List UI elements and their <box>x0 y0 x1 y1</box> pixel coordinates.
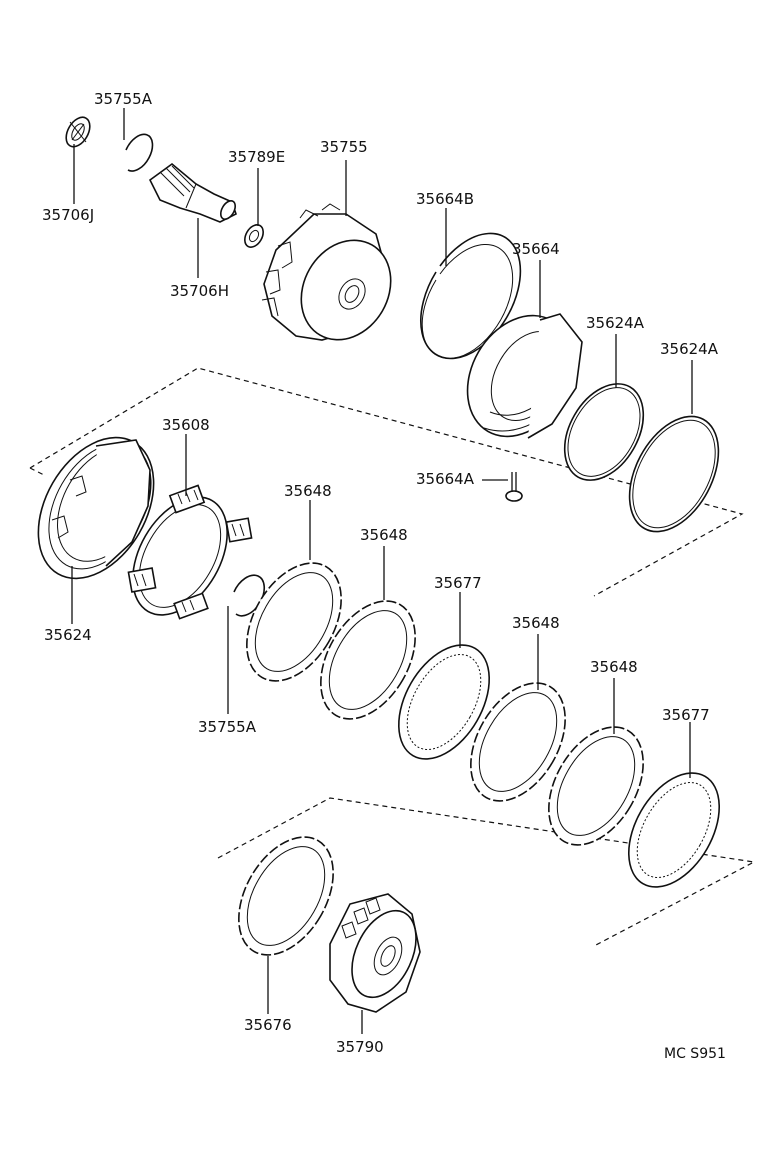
part-35706H-shaft <box>148 162 237 223</box>
label-35677-2: 35677 <box>662 706 710 724</box>
label-35790: 35790 <box>336 1038 384 1056</box>
label-35664A: 35664A <box>416 470 475 488</box>
label-35648-1: 35648 <box>284 482 332 500</box>
part-35624A-ring-1 <box>563 383 645 481</box>
label-35706J: 35706J <box>42 206 94 224</box>
label-35624: 35624 <box>44 626 92 644</box>
label-35677-1: 35677 <box>434 574 482 592</box>
label-35755A-top: 35755A <box>94 90 153 108</box>
part-35608-hub <box>127 484 253 620</box>
part-35648-disc-2 <box>320 600 416 720</box>
label-35755: 35755 <box>320 138 368 156</box>
group-box-upper <box>29 367 744 597</box>
part-35706J-bearing <box>65 116 91 148</box>
diagram-code: MC S951 <box>664 1046 726 1062</box>
leader-lines <box>71 108 693 1034</box>
part-35648-disc-1 <box>246 562 342 682</box>
part-35648-disc-3 <box>470 682 566 802</box>
label-35624A-1: 35624A <box>586 314 645 332</box>
group-box-upper-left-edge <box>29 467 47 477</box>
part-35624-outer-drum <box>37 436 155 580</box>
label-35608: 35608 <box>162 416 210 434</box>
part-35677-plate-2 <box>627 772 721 888</box>
label-35648-4: 35648 <box>590 658 638 676</box>
part-35677-plate-1 <box>397 644 491 760</box>
label-35755A-mid: 35755A <box>198 718 257 736</box>
part-35755A-snap-ring-top <box>125 133 154 172</box>
part-35676-disc <box>238 836 334 956</box>
part-35789E-washer <box>244 224 264 248</box>
part-35624A-ring-2 <box>628 415 720 533</box>
label-35664: 35664 <box>512 240 560 258</box>
part-35664-cylinder <box>466 313 583 439</box>
part-35664A-bolt <box>505 472 523 502</box>
label-35648-3: 35648 <box>512 614 560 632</box>
label-35789E: 35789E <box>228 148 285 166</box>
part-35648-disc-4 <box>548 726 644 846</box>
part-35755-drum <box>261 203 392 341</box>
group-box-lower <box>217 797 756 947</box>
label-35624A-2: 35624A <box>660 340 719 358</box>
part-35790-hub <box>329 893 421 1013</box>
label-35706H: 35706H <box>170 282 229 300</box>
part-35664B-snap-ring-inner <box>421 244 514 359</box>
label-35664B: 35664B <box>416 190 474 208</box>
label-35676: 35676 <box>244 1016 292 1034</box>
label-35648-2: 35648 <box>360 526 408 544</box>
